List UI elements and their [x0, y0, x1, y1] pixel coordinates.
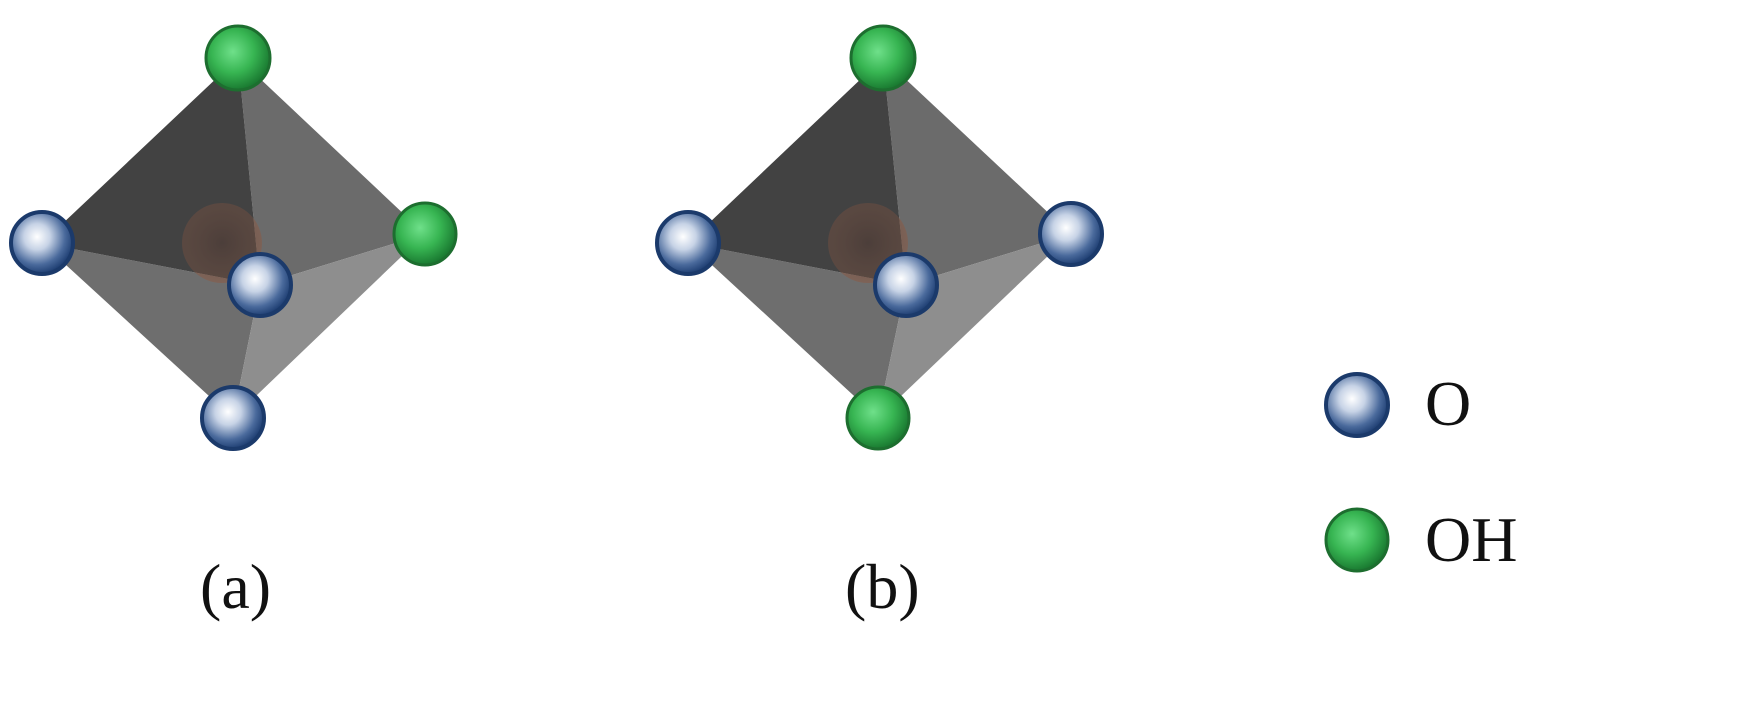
face-upper-right: [883, 58, 1071, 285]
panel-a-label: (a): [200, 551, 272, 622]
face-lower-left: [688, 243, 906, 418]
face-front-overlay: [42, 58, 260, 285]
legend-oh-marker: [1324, 507, 1390, 573]
legend-o-marker: [1324, 372, 1390, 438]
face-lower-left: [42, 243, 260, 418]
face-upper-right: [238, 58, 425, 285]
legend-oh-label: OH: [1425, 504, 1518, 575]
atom-top-oh: [849, 24, 917, 92]
atom-bottom-o: [200, 385, 266, 451]
panel-b-label: (b): [845, 551, 920, 622]
legend-o-label: O: [1425, 368, 1472, 439]
atom-front-o: [227, 252, 293, 318]
atom-right-o: [1038, 201, 1104, 267]
atom-right-oh: [392, 201, 458, 267]
atom-front-o: [873, 252, 939, 318]
panel-b-octahedron: [655, 24, 1104, 451]
panel-a-octahedron: [9, 24, 458, 451]
face-front-overlay: [688, 58, 906, 285]
atom-bottom-oh: [845, 385, 911, 451]
atom-left-o: [9, 210, 75, 276]
atom-left-o: [655, 210, 721, 276]
atom-top-oh: [204, 24, 272, 92]
